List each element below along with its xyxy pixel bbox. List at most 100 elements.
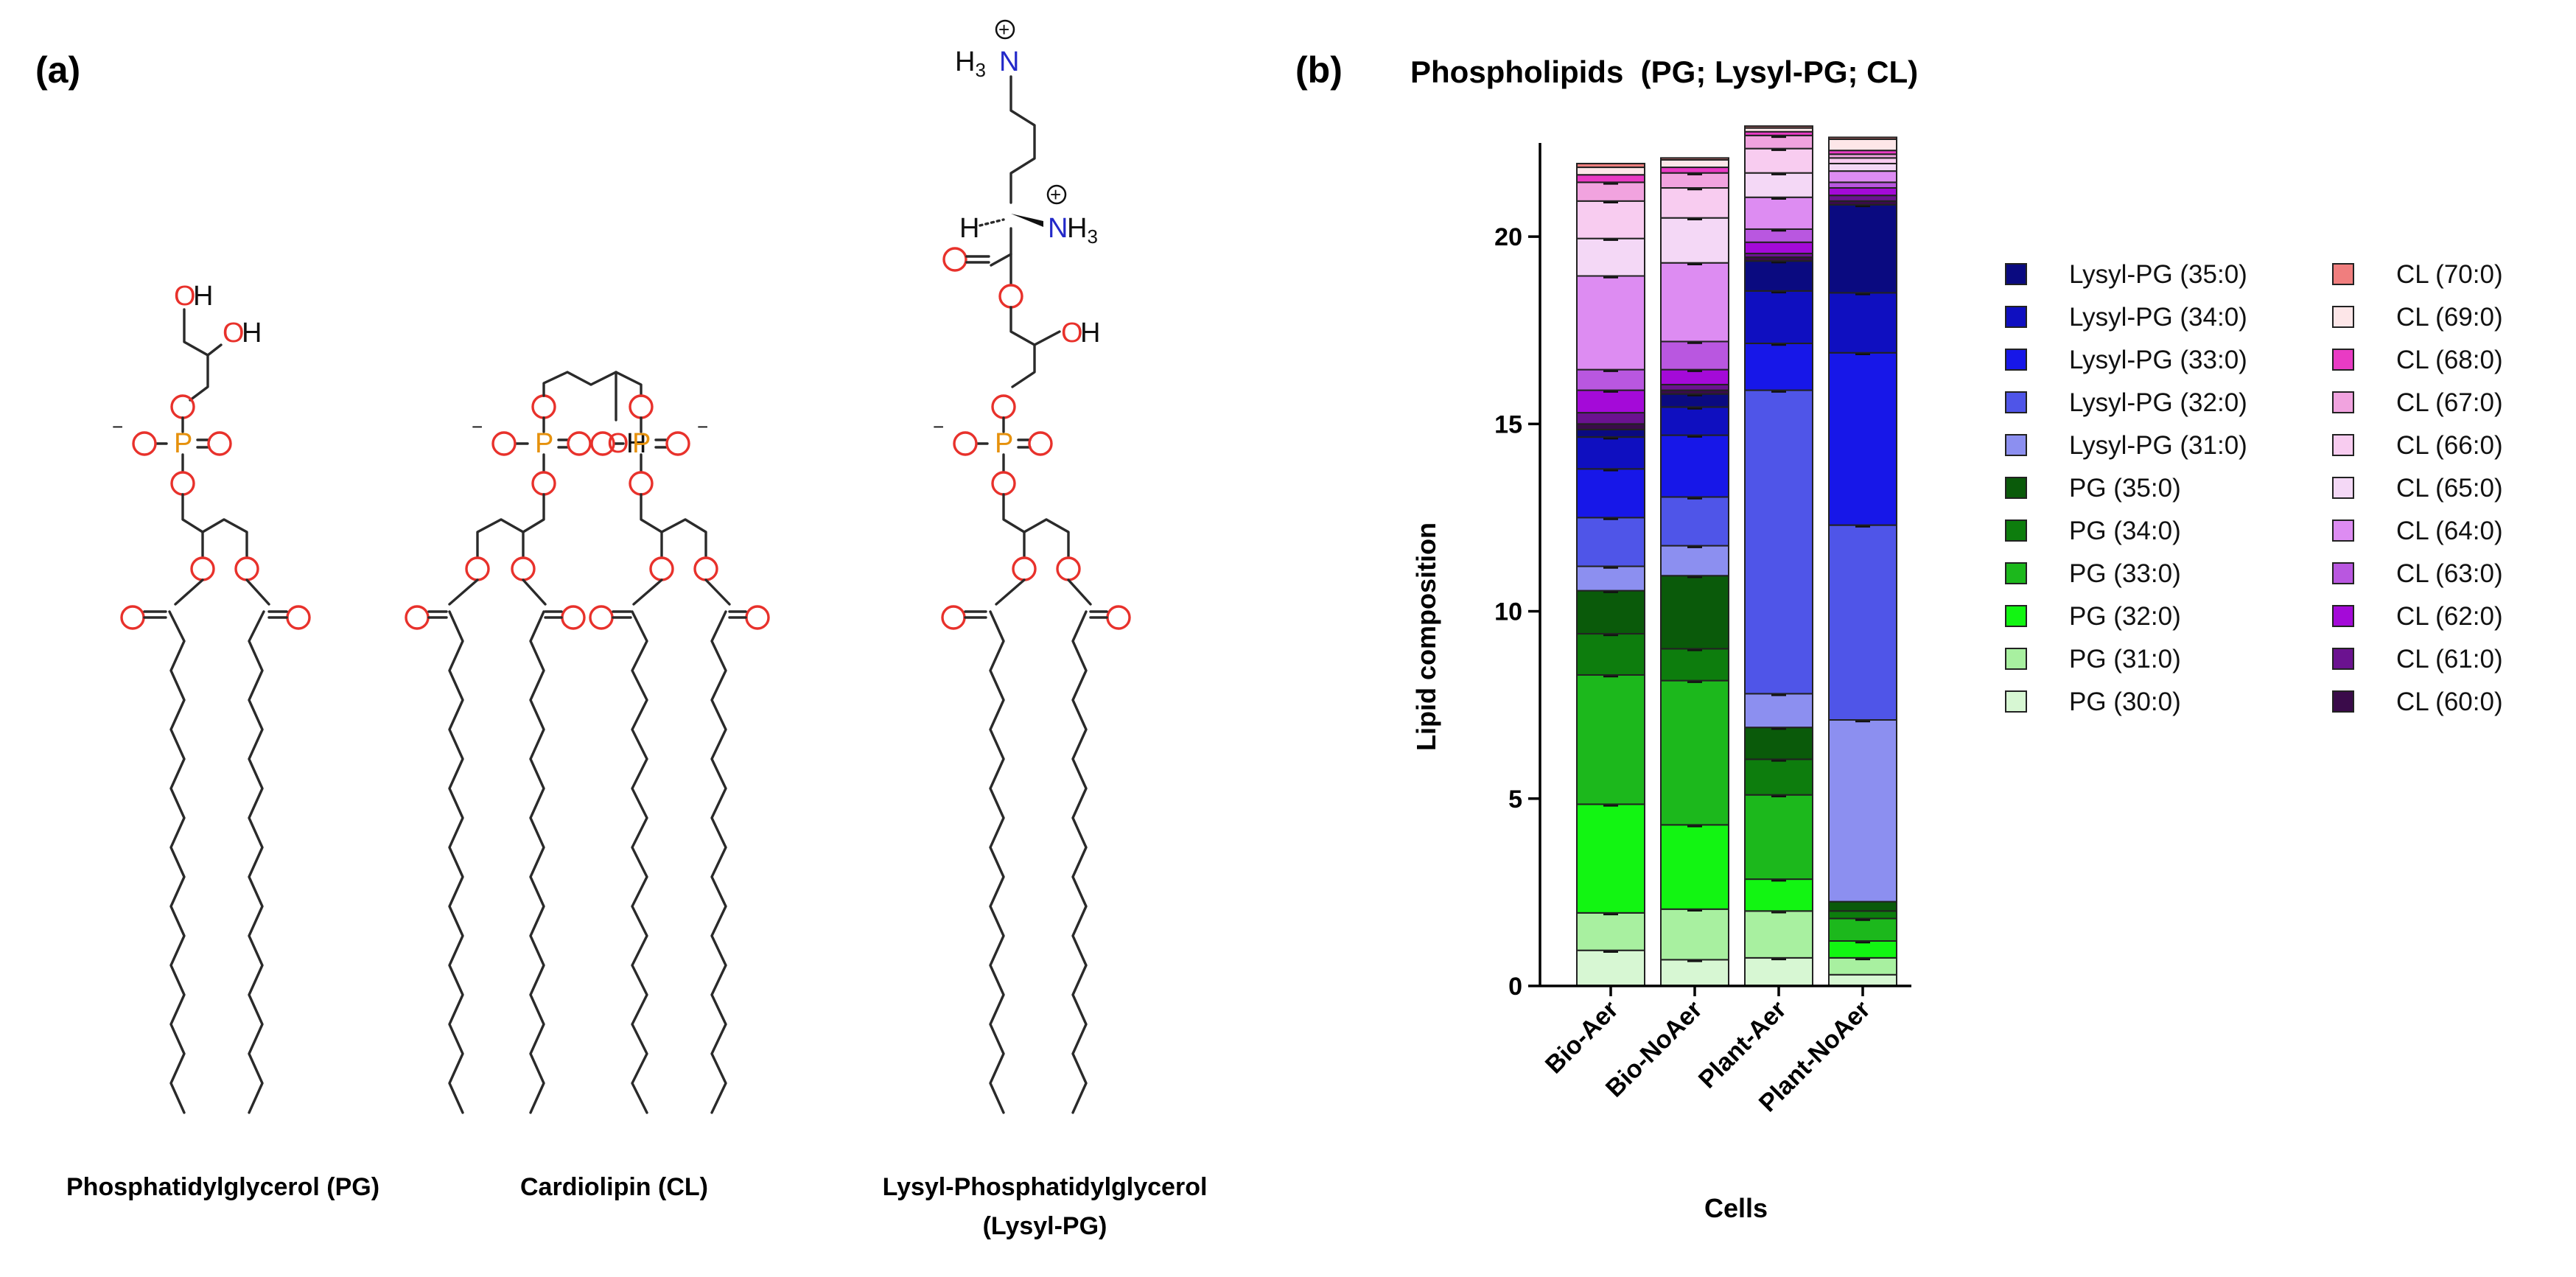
- legend-label: PG (32:0): [2069, 602, 2181, 631]
- y-tick-label: 10: [1494, 598, 1522, 626]
- bar-segment: [1744, 172, 1813, 198]
- pg-name: Phosphatidylglycerol (PG): [66, 1173, 379, 1201]
- bar-segment: [1828, 900, 1897, 912]
- bar-segment: [1576, 674, 1645, 805]
- legend-swatch: [2332, 306, 2354, 328]
- x-tick-label: Bio-Aer: [1540, 996, 1624, 1080]
- bar-segment: [1744, 290, 1813, 345]
- bar-segment: [1576, 428, 1645, 438]
- minus-charge: −: [112, 416, 123, 438]
- legend-label: CL (70:0): [2396, 260, 2503, 289]
- legend-label: CL (63:0): [2396, 559, 2503, 588]
- legend-swatch: [2332, 477, 2354, 499]
- bar-segment: [1828, 351, 1897, 526]
- plus-charge: +: [998, 18, 1009, 41]
- legend-swatch: [2005, 648, 2027, 670]
- bar-segment: [1828, 157, 1897, 164]
- bar-segment: [1744, 727, 1813, 760]
- bar-segment: [1828, 917, 1897, 942]
- bar-segment: [1576, 423, 1645, 430]
- atom-n: N: [999, 46, 1019, 77]
- bar-segment: [1828, 910, 1897, 920]
- bar-segment: [1744, 196, 1813, 230]
- bar-segment: [1660, 908, 1729, 961]
- legend-swatch: [2332, 690, 2354, 713]
- bar-segment: [1660, 959, 1729, 987]
- bar-segment: [1576, 517, 1645, 567]
- legend-label: CL (64:0): [2396, 517, 2503, 545]
- legend-label: CL (62:0): [2396, 602, 2503, 631]
- bar-segment: [1744, 241, 1813, 254]
- bar-segment: [1660, 434, 1729, 498]
- bar-segment: [1660, 679, 1729, 826]
- bar-segment: [1660, 217, 1729, 264]
- bar-segment: [1576, 589, 1645, 635]
- bar-segment: [1660, 496, 1729, 547]
- bar-segment: [1660, 383, 1729, 391]
- bar-segment: [1576, 412, 1645, 425]
- bar-segment: [1744, 758, 1813, 796]
- y-axis-label: Lipid composition: [1411, 522, 1441, 751]
- bar-segment: [1576, 633, 1645, 676]
- legend-label: Lysyl-PG (32:0): [2069, 388, 2247, 417]
- bar-segment: [1660, 158, 1729, 169]
- chart-title: Phospholipids (PG; Lysyl-PG; CL): [1410, 55, 1918, 89]
- plus-charge: +: [1050, 183, 1061, 206]
- bar-segment: [1828, 170, 1897, 183]
- legend-label: CL (65:0): [2396, 474, 2503, 503]
- legend-swatch: [2332, 605, 2354, 627]
- bar-segment: [1660, 545, 1729, 577]
- legend-label: CL (69:0): [2396, 303, 2503, 332]
- legend-label: CL (68:0): [2396, 346, 2503, 374]
- y-tick-label: 20: [1494, 223, 1522, 251]
- legend-swatch: [2005, 605, 2027, 627]
- minus-charge: −: [697, 416, 708, 438]
- legend-swatch: [2332, 562, 2354, 584]
- atom-o: O: [1061, 318, 1083, 349]
- bar-segment: [1828, 195, 1897, 202]
- bar-segment: [1576, 368, 1645, 391]
- legend: Lysyl-PG (35:0)Lysyl-PG (34:0)Lysyl-PG (…: [2005, 260, 2503, 716]
- bar-segment: [1660, 824, 1729, 910]
- legend-swatch: [2005, 477, 2027, 499]
- bar-segment: [1744, 878, 1813, 912]
- atom-h3: H3: [1067, 213, 1098, 248]
- bar-segment: [1744, 343, 1813, 391]
- lysyl-pg-abbrev: (Lysyl-PG): [983, 1212, 1107, 1240]
- bar-segment: [1744, 389, 1813, 695]
- atom-h: H: [242, 318, 262, 349]
- bar-segment: [1744, 910, 1813, 959]
- atom-h: H: [193, 281, 213, 312]
- bar-segment: [1576, 912, 1645, 951]
- y-tick-label: 5: [1508, 786, 1522, 814]
- bar-segment: [1828, 136, 1897, 140]
- legend-swatch: [2332, 349, 2354, 371]
- legend-label: Lysyl-PG (31:0): [2069, 431, 2247, 460]
- bar-segment: [1576, 436, 1645, 470]
- panel-a-label: (a): [35, 49, 80, 91]
- cl-structure: O H P − P −: [405, 371, 770, 1114]
- bar-segment: [1576, 275, 1645, 371]
- legend-label: PG (34:0): [2069, 517, 2181, 545]
- cl-name: Cardiolipin (CL): [520, 1173, 708, 1201]
- bar-segment: [1744, 956, 1813, 987]
- bar-segment: [1744, 147, 1813, 174]
- x-axis-label: Cells: [1704, 1193, 1768, 1223]
- legend-swatch: [2005, 519, 2027, 542]
- bar-segment: [1828, 181, 1897, 189]
- bar-segment: [1828, 138, 1897, 152]
- bar-segment: [1660, 262, 1729, 343]
- y-tick-label: 0: [1508, 973, 1522, 1001]
- atom-h: H: [626, 428, 646, 459]
- minus-charge: −: [933, 416, 944, 438]
- stacked-bar-chart: 05101520Bio-AerBio-NoAerPlant-AerPlant-N…: [1494, 125, 2503, 1118]
- legend-swatch: [2005, 434, 2027, 456]
- bar-segment: [1828, 719, 1897, 903]
- legend-label: CL (67:0): [2396, 388, 2503, 417]
- bar-segment: [1828, 203, 1897, 294]
- atom-o: O: [174, 281, 196, 312]
- legend-swatch: [2332, 434, 2354, 456]
- legend-swatch: [2005, 306, 2027, 328]
- legend-swatch: [2332, 648, 2354, 670]
- bar-segment: [1660, 157, 1729, 161]
